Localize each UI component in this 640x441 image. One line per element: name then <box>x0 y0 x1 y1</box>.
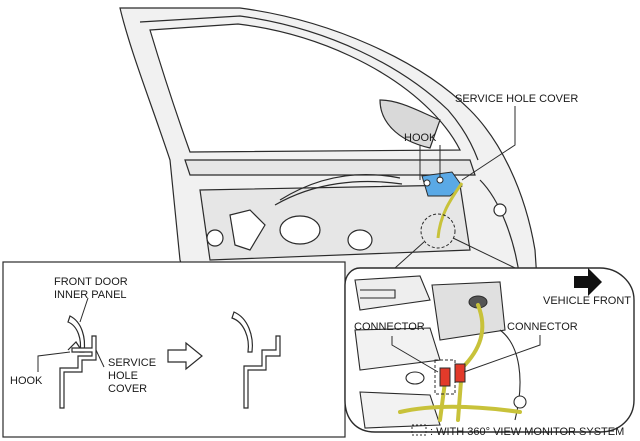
wire-harness-main <box>436 182 464 239</box>
legend-label: : WITH 360° VIEW MONITOR SYSTEM <box>430 426 624 438</box>
hook-label-detail: HOOK <box>10 375 43 387</box>
arrow-right-icon <box>574 268 602 296</box>
service-hole-cover-detail-label-line1: SERVICE <box>108 357 156 369</box>
service-hole-cover-leader <box>461 106 516 181</box>
connector-left-label: CONNECTOR <box>354 321 425 333</box>
connector-right-label: CONNECTOR <box>507 321 578 333</box>
hook-label-main: HOOK <box>404 132 437 144</box>
cross-section-before <box>59 315 97 409</box>
hook-detail-leader <box>37 351 71 372</box>
service-hole-cover-detail-label-line2: HOLE <box>108 370 138 382</box>
hollow-arrow-right-icon <box>167 341 203 371</box>
front-door-inner-panel-label-line2: INNER PANEL <box>54 289 127 301</box>
callout-leader-1 <box>394 241 425 269</box>
service-hole-cover-detail-leader <box>95 349 105 368</box>
service-hole-cover-detail-label-line3: COVER <box>108 383 147 395</box>
connector-left-leader <box>391 336 439 373</box>
cross-section-after <box>231 311 281 409</box>
vehicle-front-label: VEHICLE FRONT <box>543 295 631 307</box>
hook-marker-1 <box>423 179 431 187</box>
connector-left-shape <box>439 367 451 387</box>
optional-connector-dashed-box <box>434 359 456 395</box>
hook-leader <box>419 145 441 180</box>
wire-harness-zoom <box>398 303 522 422</box>
detail-callout-circle <box>420 213 456 249</box>
service-hole-cover-label: SERVICE HOLE COVER <box>455 93 578 105</box>
connector-right-shape <box>454 363 466 383</box>
front-door-inner-panel-leader <box>79 297 89 323</box>
front-door-inner-panel-label-line1: FRONT DOOR <box>54 276 128 288</box>
zoom-detail-frame <box>344 267 635 433</box>
connector-right-leader <box>463 335 541 373</box>
zoom-panel-illustration <box>354 275 527 429</box>
callout-leader-2 <box>452 237 516 269</box>
